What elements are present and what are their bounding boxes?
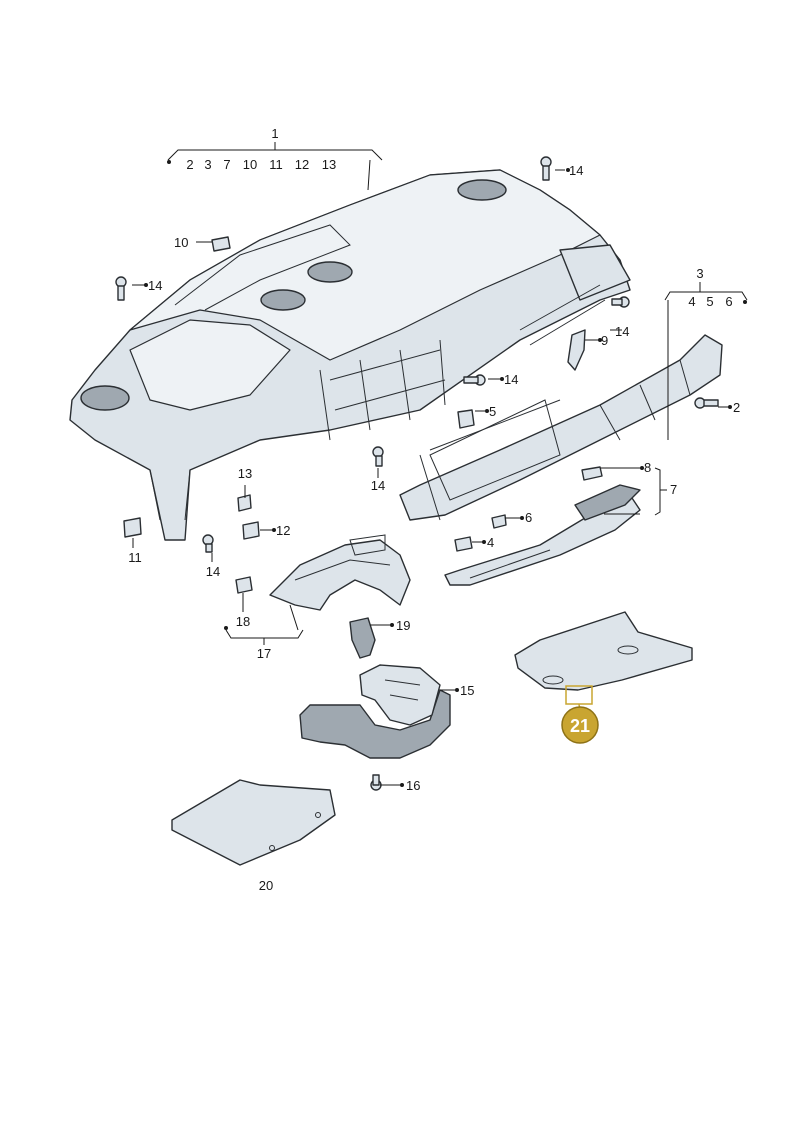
bracket-9[interactable] xyxy=(567,329,586,371)
callout-15: 15 xyxy=(460,683,474,698)
callout-1-group-item: 3 xyxy=(204,157,211,172)
group-17-brace xyxy=(225,604,304,645)
screw-14-e[interactable] xyxy=(372,446,384,467)
callout-10: 10 xyxy=(174,235,188,250)
screw-14-a[interactable] xyxy=(540,156,552,181)
clip-6[interactable] xyxy=(491,514,507,529)
callout-18: 18 xyxy=(236,614,250,629)
callout-14-d: 14 xyxy=(504,372,518,387)
group-3-brace xyxy=(664,282,748,440)
callout-3: 3 xyxy=(696,266,703,281)
callout-16: 16 xyxy=(406,778,420,793)
clip-11[interactable] xyxy=(123,517,142,538)
callout-1-group-item: 10 xyxy=(243,157,257,172)
ignition-switch-part[interactable] xyxy=(349,617,376,659)
callout-1: 1 xyxy=(271,126,278,141)
leader-lines xyxy=(132,169,728,786)
callout-13: 13 xyxy=(238,466,252,481)
callout-4: 4 xyxy=(487,535,494,550)
callout-20: 20 xyxy=(259,878,273,893)
screw-14-b[interactable] xyxy=(115,276,127,301)
callout-17: 17 xyxy=(257,646,271,661)
clip-8[interactable] xyxy=(581,466,603,481)
callout-1-group-item: 12 xyxy=(295,157,309,172)
screw-16[interactable] xyxy=(370,774,382,791)
callout-5: 5 xyxy=(489,404,496,419)
screw-2[interactable] xyxy=(694,397,719,409)
dashboard-panel[interactable] xyxy=(69,169,631,541)
insulation-mat-20[interactable] xyxy=(171,779,336,866)
clip-5[interactable] xyxy=(457,409,475,429)
lower-column-trim[interactable] xyxy=(299,664,451,759)
leader-arrowheads xyxy=(144,160,747,787)
callout-11: 11 xyxy=(128,550,142,565)
callout-14-f: 14 xyxy=(206,564,220,579)
callout-7: 7 xyxy=(670,482,677,497)
callout-1-group: 2 3 7 10 11 12 13 xyxy=(186,157,336,172)
upper-column-trim[interactable] xyxy=(269,534,411,611)
callout-1-group-item: 13 xyxy=(322,157,336,172)
callout-14-c: 14 xyxy=(615,324,629,339)
callout-3-group-item: 6 xyxy=(725,294,732,309)
callout-3-group-item: 4 xyxy=(688,294,695,309)
group-1-brace xyxy=(167,142,383,191)
clip-10[interactable] xyxy=(211,236,231,252)
callout-9: 9 xyxy=(601,333,608,348)
cross-member[interactable] xyxy=(399,334,723,521)
insulation-mat-21[interactable] xyxy=(514,611,693,691)
callout-1-group-item: 11 xyxy=(269,157,283,172)
callout-1-group-item: 7 xyxy=(223,157,230,172)
callout-8: 8 xyxy=(644,460,651,475)
clip-13[interactable] xyxy=(237,494,252,512)
group-7-brace xyxy=(654,467,667,516)
callout-2: 2 xyxy=(733,400,740,415)
callout-3-group-item: 5 xyxy=(706,294,713,309)
highlight-marker-21[interactable]: 21 xyxy=(561,685,599,744)
lower-trim-panel[interactable] xyxy=(444,484,641,586)
callout-14-a: 14 xyxy=(569,163,583,178)
callout-12: 12 xyxy=(276,523,290,538)
clip-4[interactable] xyxy=(454,536,473,552)
callout-3-group: 4 5 6 xyxy=(688,294,732,309)
clip-18[interactable] xyxy=(235,576,253,594)
clip-12[interactable] xyxy=(242,521,260,540)
screw-14-c[interactable] xyxy=(611,296,630,308)
screw-14-f[interactable] xyxy=(202,534,214,553)
callout-19: 19 xyxy=(396,618,410,633)
callout-14-b: 14 xyxy=(148,278,162,293)
callout-1-group-item: 2 xyxy=(186,157,193,172)
callout-6: 6 xyxy=(525,510,532,525)
callout-14-e: 14 xyxy=(371,478,385,493)
screw-14-d[interactable] xyxy=(463,374,486,386)
callout-21: 21 xyxy=(570,716,590,736)
